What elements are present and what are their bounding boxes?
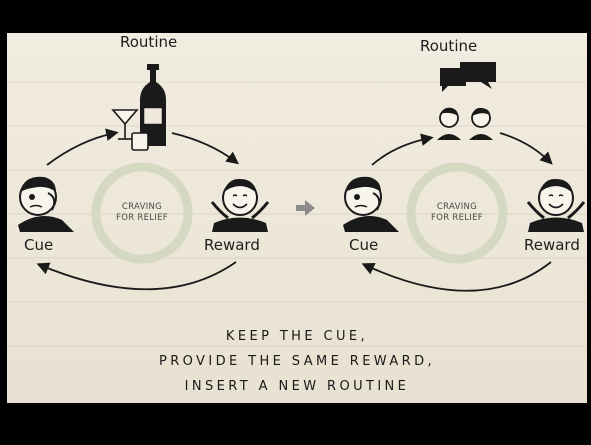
right-cue-label: Cue: [349, 236, 379, 254]
faint-text-line: [7, 169, 587, 171]
relaxed-person-reward-icon: [210, 178, 270, 232]
craving-ring: [406, 162, 508, 264]
right-craving-text: CRAVING FOR RELIEF: [417, 202, 497, 224]
craving-line-1: CRAVING: [436, 202, 478, 212]
social-conversation-routine-icon: [437, 62, 496, 140]
craving-ring: [91, 162, 193, 264]
routine-to-reward-arrow: [499, 132, 553, 165]
craving-line-2: FOR RELIEF: [116, 213, 168, 223]
caption-line-2: PROVIDE THE SAME REWARD,: [158, 354, 436, 369]
right-reward-label: Reward: [524, 236, 580, 254]
left-reward-label: Reward: [204, 236, 260, 254]
reward-to-cue-arrow: [361, 261, 552, 292]
relaxed-person-reward-icon: [526, 178, 586, 232]
faint-text-line: [7, 257, 587, 259]
faint-text-line: [7, 213, 587, 215]
routine-to-reward-arrow: [171, 132, 239, 165]
cue-to-routine-arrow: [371, 133, 434, 166]
stressed-person-cue-icon: [18, 176, 74, 232]
faint-text-line: [7, 81, 587, 83]
left-routine-label: Routine: [120, 33, 178, 51]
stressed-person-cue-icon: [343, 176, 399, 232]
right-habit-loop: [343, 62, 586, 292]
book-page-photo: [7, 33, 587, 403]
faint-text-line: [7, 345, 587, 347]
faint-text-line: [7, 301, 587, 303]
left-habit-loop: [18, 64, 270, 291]
craving-line-2: FOR RELIEF: [431, 213, 483, 223]
transition-arrow-icon: [296, 200, 315, 216]
left-craving-text: CRAVING FOR RELIEF: [102, 202, 182, 224]
cue-to-routine-arrow: [46, 128, 119, 166]
craving-line-1: CRAVING: [121, 202, 163, 212]
reward-to-cue-arrow: [36, 261, 237, 291]
faint-text-line: [7, 125, 587, 127]
right-routine-label: Routine: [420, 37, 478, 55]
caption-line-3: INSERT A NEW ROUTINE: [184, 379, 410, 394]
caption-line-1: KEEP THE CUE,: [225, 329, 369, 344]
left-cue-label: Cue: [24, 236, 54, 254]
alcohol-routine-icon: [111, 64, 166, 151]
